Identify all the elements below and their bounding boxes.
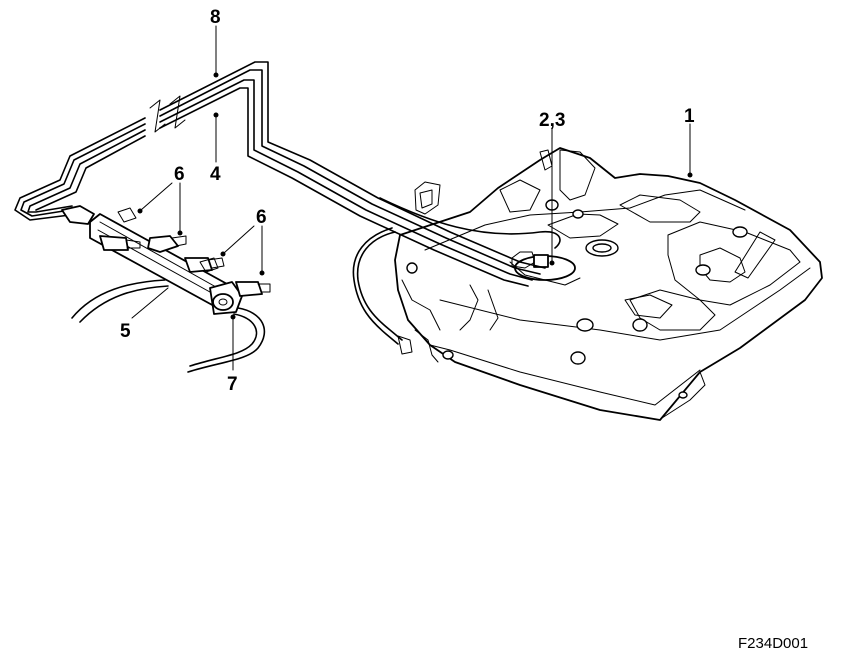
callout-5: 5: [120, 321, 131, 342]
callout-1: 1: [684, 106, 695, 127]
callout-7: 7: [227, 374, 238, 395]
fuel-injector: [147, 235, 187, 253]
callout-6-right: 6: [256, 207, 267, 228]
fuel-lines: [14, 61, 561, 287]
rail-hoses: [71, 279, 266, 373]
fuel-injector: [99, 235, 141, 251]
tank-vent-hose: [352, 227, 413, 355]
callout-4: 4: [210, 164, 221, 185]
fuel-pressure-regulator: [212, 293, 234, 311]
injector-clip: [117, 207, 219, 273]
fuel-injectors: [99, 207, 271, 297]
fuel-injector: [235, 281, 271, 297]
callout-6-left: 6: [174, 164, 185, 185]
callout-8: 8: [210, 7, 221, 28]
fuel-tank: [394, 147, 823, 421]
callout-2-3: 2,3: [539, 110, 565, 131]
figure-reference-code: F234D001: [738, 635, 808, 652]
leader-lines: [131, 25, 693, 371]
